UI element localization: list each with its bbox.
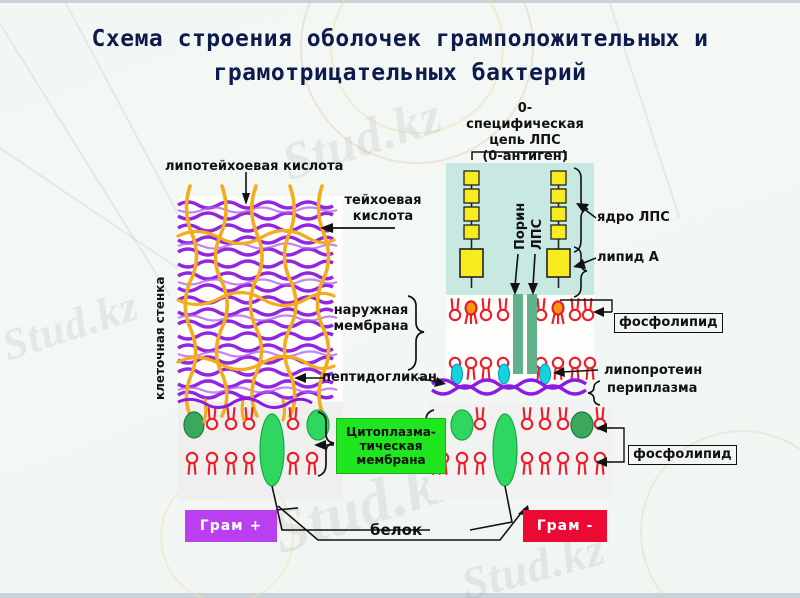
label-cytoplasmic-membrane: Цитоплазма- тическая мембрана: [336, 418, 446, 474]
label-peptidoglycan: пептидогликан: [322, 370, 437, 385]
label-cell-wall: клеточная стенка: [153, 276, 167, 400]
label-lipoteichoic-acid: липотейхоевая кислота: [165, 159, 344, 174]
label-teichoic-acid: тейхоевая кислота: [344, 193, 422, 224]
bottom-border: [0, 593, 800, 598]
label-lps-core: ядро ЛПС: [597, 210, 670, 225]
label-porin: Порин: [513, 202, 528, 250]
label-o-specific-chain: 0-специфическая цепь ЛПС (0-антиген): [466, 101, 584, 164]
label-lps: ЛПС: [530, 218, 545, 250]
label-phospholipid-bottom: фосфолипид: [628, 445, 737, 465]
label-lipoprotein: липопротеин: [604, 363, 703, 378]
gram-positive-wall-panel: [178, 196, 343, 401]
label-outer-membrane: наружная мембрана: [333, 303, 409, 334]
title-line-1: Схема строения оболочек грамположительны…: [91, 26, 709, 52]
watermark: Stud.kz: [0, 280, 145, 371]
title-line-2: грамотрицательных бактерий: [213, 60, 587, 86]
label-periplasm: периплазма: [607, 381, 698, 396]
label-phospholipid-top: фосфолипид: [614, 313, 723, 333]
badge-gram-positive: Грам +: [185, 510, 277, 542]
peptidoglycan-gram-negative: [431, 378, 587, 396]
page-title: Схема строения оболочек грамположительны…: [0, 22, 800, 90]
gram-negative-cytoplasmic-panel: [428, 402, 613, 500]
gram-negative-outer-membrane-panel: [446, 295, 594, 381]
gram-positive-cytoplasmic-panel: [178, 402, 343, 500]
label-protein: белок: [370, 521, 423, 539]
label-lipid-a: липид А: [597, 250, 659, 265]
badge-gram-negative: Грам -: [523, 510, 607, 542]
